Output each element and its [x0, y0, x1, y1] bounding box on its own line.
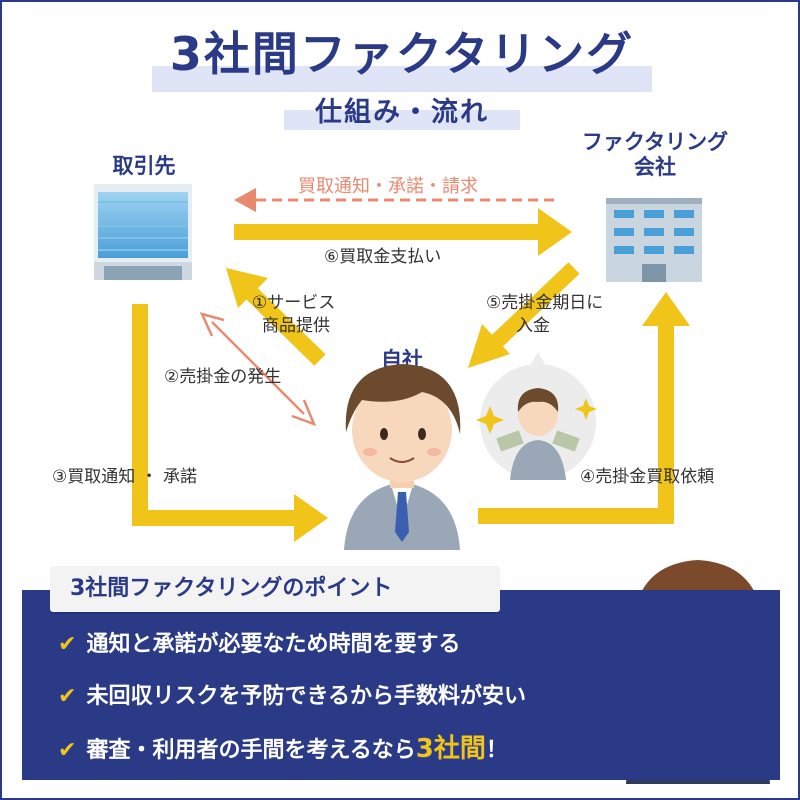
point-3: ✔ 審査・利用者の手間を考えるなら3社間！ — [58, 728, 508, 765]
payment-arrow — [234, 208, 572, 256]
money-sparkle-icon — [476, 352, 597, 480]
step-1-label-line1: ①サービス — [252, 293, 336, 313]
step-3-label: ③買取通知 ・ 承諾 — [52, 467, 198, 487]
point-2: ✔ 未回収リスクを予防できるから手数料が安い — [58, 678, 526, 710]
factoring-building-icon — [606, 198, 702, 282]
title-highlight — [152, 66, 652, 92]
factoring-company-label-line2: 会社 — [634, 155, 676, 180]
client-label: 取引先 — [112, 154, 176, 178]
point-1-text: 通知と承諾が必要なため時間を要する — [86, 632, 461, 657]
step-6-label: ⑥買取金支払い — [324, 247, 442, 267]
notice-request-label: 買取通知・承諾・請求 — [298, 176, 478, 197]
purchase-request-arrow — [478, 292, 690, 524]
settlement-arrow — [468, 262, 580, 368]
notice-request-arrow — [234, 188, 554, 212]
points-heading: 3社間ファクタリングのポイント — [50, 566, 500, 612]
checkmark-icon: ✔ — [58, 684, 77, 709]
factoring-company-label-line1: ファクタリング — [581, 130, 729, 154]
client-building-icon — [94, 184, 192, 280]
checkmark-icon: ✔ — [58, 738, 77, 763]
point-2-text: 未回収リスクを予防できるから手数料が安い — [86, 684, 526, 709]
point-1: ✔ 通知と承諾が必要なため時間を要する — [58, 626, 460, 658]
point-3-suffix: ！ — [485, 738, 508, 763]
step-1-label-line2: 商品提供 — [262, 315, 330, 336]
subtitle-highlight — [284, 110, 520, 130]
step-1-label: ①サービス 商品提供 — [252, 292, 335, 338]
notice-consent-arrow — [132, 304, 328, 542]
checkmark-icon: ✔ — [58, 632, 77, 657]
step-4-label: ④売掛金買取依頼 — [580, 467, 715, 487]
step-5-label: ⑤売掛金期日に 入金 — [486, 292, 603, 338]
step-5-label-line1: ⑤売掛金期日に — [486, 293, 604, 313]
factoring-company-label: ファクタリング 会社 — [560, 130, 750, 180]
point-3-emphasis: 3社間 — [415, 734, 486, 764]
businessman-icon — [344, 364, 461, 550]
service-arrow — [226, 268, 326, 366]
point-3-text: 審査・利用者の手間を考えるなら — [86, 738, 416, 763]
points-panel — [22, 590, 780, 780]
step-2-label: ②売掛金の発生 — [164, 367, 282, 387]
step-5-label-line2: 入金 — [516, 315, 550, 336]
receivable-arrow — [199, 312, 317, 427]
page-title: 3社間ファクタリング — [169, 27, 635, 81]
page-subtitle: 仕組み・流れ — [315, 97, 489, 128]
